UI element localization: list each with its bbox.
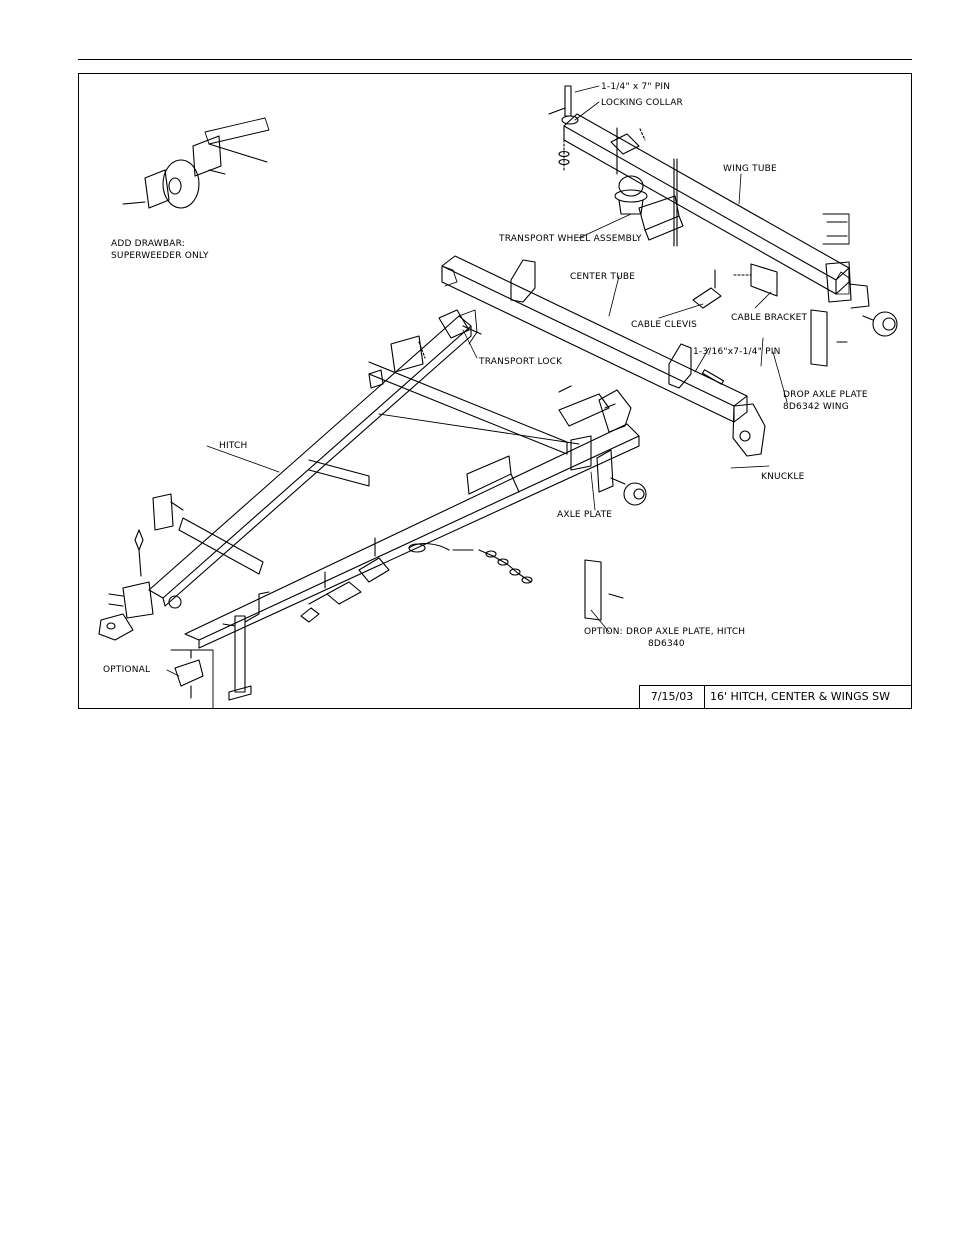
wing-tube-part: [563, 113, 852, 303]
label-drop-axle-wing-1: DROP AXLE PLATE: [783, 390, 868, 400]
label-axle-plate: AXLE PLATE: [557, 510, 612, 520]
leader-lines: [166, 85, 788, 677]
drawing-frame: 1-1/4" x 7" PIN LOCKING COLLAR WING TUBE…: [78, 73, 912, 709]
transport-wheel-assembly-part: [614, 175, 684, 241]
label-option-1: OPTION: DROP AXLE PLATE, HITCH: [584, 627, 745, 637]
cable-bracket-part: [733, 213, 850, 297]
label-add-drawbar-2: SUPERWEEDER ONLY: [111, 251, 209, 261]
label-center-tube: CENTER TUBE: [570, 272, 635, 282]
label-hitch: HITCH: [219, 441, 247, 451]
label-pin-mid: 1-3/16"x7-1/4" PIN: [693, 347, 781, 357]
wing-hub-part: [848, 283, 898, 337]
hitch-frame-part: [108, 309, 640, 649]
center-tube-part: [441, 255, 766, 457]
drawbar-part: [122, 117, 270, 209]
hitch-front-bracket-part: [134, 493, 184, 577]
label-wing-tube: WING TUBE: [723, 164, 777, 174]
drop-axle-plate-hitch-part: [584, 559, 624, 621]
label-transport-lock: TRANSPORT LOCK: [478, 357, 563, 367]
label-knuckle: KNUCKLE: [761, 472, 805, 482]
label-locking-collar: LOCKING COLLAR: [601, 98, 683, 108]
cable-clevis-part: [692, 269, 722, 309]
title-block-date: 7/15/03: [640, 686, 705, 708]
exploded-assembly-drawing: 1-1/4" x 7" PIN LOCKING COLLAR WING TUBE…: [98, 82, 898, 708]
label-optional: OPTIONAL: [103, 665, 150, 675]
label-pin-top: 1-1/4" x 7" PIN: [601, 82, 670, 92]
hitch-right-bracket-part: [558, 385, 632, 433]
drop-axle-plate-wing-part: [810, 309, 848, 367]
label-transport-wheel-assembly: TRANSPORT WHEEL ASSEMBLY: [498, 234, 642, 244]
label-drop-axle-wing-2: 8D6342 WING: [783, 402, 849, 412]
optional-clevis-part: [170, 649, 214, 708]
jack-part: [222, 591, 270, 701]
safety-chain-part: [300, 537, 533, 623]
hitch-axle-plate-part: [570, 435, 647, 506]
label-add-drawbar-1: ADD DRAWBAR:: [111, 239, 185, 249]
label-cable-bracket: CABLE BRACKET: [731, 313, 808, 323]
label-cable-clevis: CABLE CLEVIS: [631, 320, 697, 330]
label-option-2: 8D6340: [648, 639, 685, 649]
title-block-title: 16' HITCH, CENTER & WINGS SW: [710, 690, 891, 703]
title-block: 7/15/03 16' HITCH, CENTER & WINGS SW: [639, 685, 911, 708]
page-top-rule: [78, 59, 912, 60]
knuckle-part: [98, 613, 134, 641]
pin-and-collar-part: [548, 85, 678, 247]
